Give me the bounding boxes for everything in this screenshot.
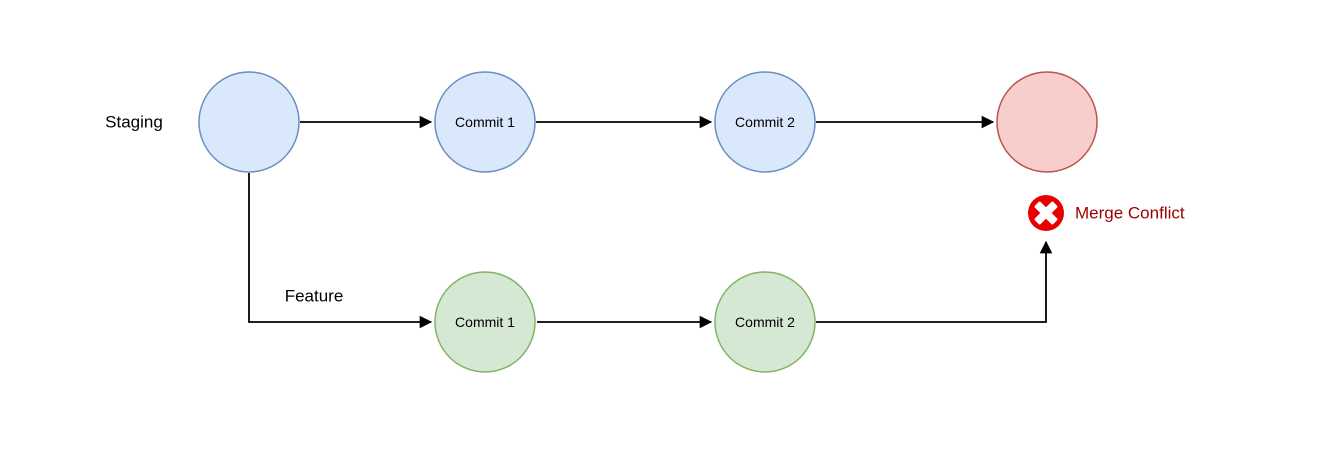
node-merge-result (996, 71, 1098, 173)
node-staging-commit-1: Commit 1 (434, 71, 536, 173)
staging-commit-1-circle (434, 71, 536, 173)
feature-commit-2-circle (714, 271, 816, 373)
node-feature-commit-1: Commit 1 (434, 271, 536, 373)
staging-start-circle (198, 71, 300, 173)
node-staging-commit-2: Commit 2 (714, 71, 816, 173)
feature-commit-1-label: Commit 1 (455, 314, 515, 330)
edge-branch-to-feature-commit1 (248, 173, 433, 329)
branch-label-staging: Staging (105, 113, 163, 132)
error-icon-x-bar-2 (1034, 201, 1058, 225)
feature-commit-1-circle (434, 271, 536, 373)
node-staging-start (198, 71, 300, 173)
edge-feature-commit2-to-conflict (816, 240, 1053, 323)
staging-commit-1-label: Commit 1 (455, 114, 515, 130)
feature-commit-2-label: Commit 2 (735, 314, 795, 330)
error-x-icon (1028, 195, 1064, 231)
merge-conflict-label: Merge Conflict (1075, 204, 1185, 223)
merge-result-circle (996, 71, 1098, 173)
branch-label-feature: Feature (285, 287, 344, 306)
staging-commit-2-label: Commit 2 (735, 114, 795, 130)
staging-commit-2-circle (714, 71, 816, 173)
node-feature-commit-2: Commit 2 (714, 271, 816, 373)
